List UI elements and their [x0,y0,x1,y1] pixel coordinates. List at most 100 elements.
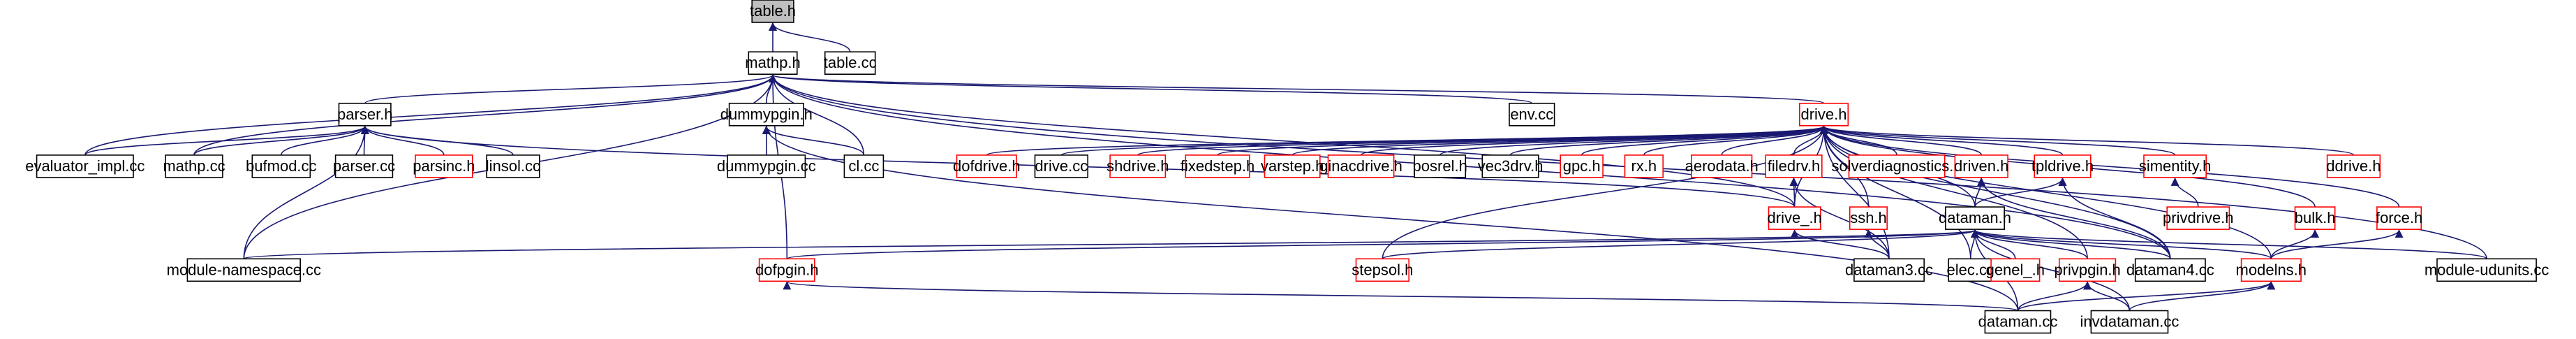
node-filedrv-h[interactable]: filedrv.h [1765,154,1823,178]
node-parsinc-h[interactable]: parsinc.h [413,154,475,178]
node-table-cc[interactable]: table.cc [824,51,877,75]
node-label: table.h [750,2,796,20]
node-label: mathp.cc [163,157,225,175]
node-ssh-h[interactable]: ssh.h [1849,206,1888,230]
node-mathp-h[interactable]: mathp.h [745,51,801,75]
edge-invdataman_cc-to-privpgin_h [2083,281,2131,311]
edge-elec_cc-to-drive_h [1819,125,1971,259]
node-invdataman-cc[interactable]: invdataman.cc [2080,310,2179,334]
edge-ddrive_h-to-drive_h [1819,125,2355,156]
node-drive-cc[interactable]: drive.cc [1034,154,1088,178]
node-label: fixedstep.h [1180,157,1254,175]
node-label: vec3drv.h [1478,157,1544,175]
node-module-udunits-cc[interactable]: module-udunits.cc [2425,258,2549,282]
node-bulk-h[interactable]: bulk.h [2294,206,2336,230]
node-dataman3-cc[interactable]: dataman3.cc [1845,258,1933,282]
node-force-h[interactable]: force.h [2376,206,2422,230]
node-box [1414,154,1467,178]
node-aerodata-h[interactable]: aerodata.h [1685,154,1759,178]
node-box [1509,103,1555,127]
edge-drive__h-to-mathp_h [769,74,1796,208]
node-tpldrive-h[interactable]: tpldrive.h [2031,154,2094,178]
node-dataman4-cc[interactable]: dataman4.cc [2126,258,2214,282]
node-dataman-h[interactable]: dataman.h [1939,206,2011,230]
node-box [1109,154,1167,178]
node-gpc-h[interactable]: gpc.h [1560,154,1604,178]
node-mathp-cc[interactable]: mathp.cc [163,154,225,178]
node-label: filedrv.h [1768,157,1820,175]
node-label: dofpgin.h [755,261,819,278]
node-module-namespace-cc[interactable]: module-namespace.cc [167,258,321,282]
node-dofdrive-h[interactable]: dofdrive.h [953,154,1021,178]
node-dataman-cc[interactable]: dataman.cc [1978,310,2058,334]
node-shdrive-h[interactable]: shdrive.h [1106,154,1169,178]
edge-dataman3_cc-to-drive__h [1790,229,1890,259]
node-label: rx.h [1631,157,1657,175]
edge-tpldrive_h-to-drive_h [1819,125,2064,156]
node-label: modelns.h [2236,261,2307,278]
node-label: aerodata.h [1685,157,1759,175]
edge-dataman3_cc-to-filedrv_h [1789,177,1890,259]
node-box [2376,206,2422,230]
node-label: env.cc [1510,106,1553,123]
edge-elec_cc-to-dataman_h [1970,229,1979,259]
node-modelns-h[interactable]: modelns.h [2236,258,2307,282]
node-label: linsol.cc [486,157,540,175]
node-box [338,103,392,127]
node-box [1327,154,1395,178]
node-label: drive.h [1800,106,1846,123]
node-box [2326,154,2381,178]
edge-privpgin_h-to-dataman_h [1971,229,2088,259]
node-dummypgin-h[interactable]: dummypgin.h [720,103,813,127]
edge-module_udunits_cc-to-dataman_h [1971,229,2487,260]
edge-evaluator_impl_cc-to-parser_h [84,125,369,156]
node-ddrive-h[interactable]: ddrive.h [2326,154,2381,178]
node-box [2090,310,2169,334]
node-box [1264,154,1321,178]
node-env-cc[interactable]: env.cc [1509,103,1555,127]
node-privpgin-h[interactable]: privpgin.h [2054,258,2121,282]
node-dummypgin-cc[interactable]: dummypgin.cc [717,154,816,178]
node-privdrive-h[interactable]: privdrive.h [2163,206,2234,230]
node-fixedstep-h[interactable]: fixedstep.h [1180,154,1254,178]
edge-mathp_cc-to-parser_h [193,125,369,156]
node-simentity-h[interactable]: simentity.h [2139,154,2212,178]
node-genel--h[interactable]: genel_.h [1986,258,2045,282]
edge-modelns_h-to-dataman_h [1971,229,2272,260]
node-varstep-h[interactable]: varstep.h [1261,154,1324,178]
node-elec-cc[interactable]: elec.cc [1947,258,1994,282]
node-drive--h[interactable]: drive_.h [1768,206,1822,230]
node-label: elec.cc [1947,261,1994,278]
edge-table_cc-to-table_h [769,22,851,52]
node-stepsol-h[interactable]: stepsol.h [1352,258,1413,282]
node-box [1799,103,1849,127]
node-label: drive.cc [1035,157,1088,175]
node-box [2059,258,2117,282]
node-bufmod-cc[interactable]: bufmod.cc [246,154,317,178]
node-vec3drv-h[interactable]: vec3drv.h [1478,154,1544,178]
node-dofpgin-h[interactable]: dofpgin.h [755,258,819,282]
node-solverdiagnostics-h[interactable]: solverdiagnostics.h [1832,154,1962,178]
node-driven-h[interactable]: driven.h [1954,154,2008,178]
node-evaluator-impl-cc[interactable]: evaluator_impl.cc [25,154,145,178]
node-table-h: table.h [750,0,796,23]
edge-dataman4_cc-to-tpldrive_h [2058,177,2171,259]
edge-evaluator_impl_cc-to-mathp_h [84,74,777,156]
edge-dataman_cc-to-modelns_h [2017,281,2276,312]
node-linsol-cc[interactable]: linsol.cc [486,154,540,178]
node-box [1954,154,2008,178]
node-parser-cc[interactable]: parser.cc [333,154,395,178]
edge-env_cc-to-mathp_h [769,74,1533,104]
edge-gpc_h-to-drive_h [1581,125,1828,156]
node-parser-h[interactable]: parser.h [337,103,393,127]
node-label: genel_.h [1986,261,2045,278]
node-cl-cc[interactable]: cl.cc [843,154,884,178]
node-label: module-namespace.cc [167,261,321,278]
node-label: dataman.cc [1978,313,2058,331]
node-ginacdrive-h[interactable]: ginacdrive.h [1319,154,1402,178]
node-drive-h[interactable]: drive.h [1799,103,1849,127]
node-posrel-h[interactable]: posrel.h [1413,154,1467,178]
node-label: drive_.h [1768,209,1822,226]
node-rx-h[interactable]: rx.h [1624,154,1664,178]
